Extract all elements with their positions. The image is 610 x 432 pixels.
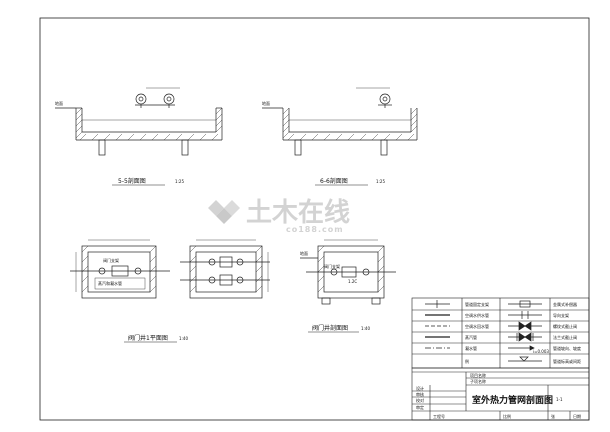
title-row-label-4: 审定 (416, 404, 424, 410)
legend-row-1-label2: 金属式补偿器 (553, 301, 577, 307)
valve-chamber-plan-2 (180, 239, 270, 299)
legend-row-1-label: 管道固定支架 (465, 301, 489, 307)
section3-dim-label: 1.2C (348, 279, 357, 284)
plan2-scale: 1:40 (361, 326, 370, 331)
title-project-label: 项目名称 (470, 372, 486, 378)
elevation-marker-icon (508, 356, 542, 362)
section3-pipe-label: 阀门支架 (324, 263, 340, 269)
watermark-sub-text: co188.com (286, 225, 344, 234)
title-block (411, 367, 590, 421)
plan1-scale: 1:40 (179, 336, 188, 341)
valve-chamber-section (300, 239, 396, 305)
fixed-support-icon (425, 300, 450, 308)
legend-row-4-label: 蒸汽管 (465, 334, 477, 340)
title-sub-label: 子项名称 (470, 378, 486, 384)
section-right-label-ground: 地面 (262, 100, 270, 106)
title-row-label-2: 审核 (416, 391, 424, 397)
plan2-title: 阀门井剖面图 (312, 324, 348, 332)
valve-chamber-plan-1 (70, 239, 170, 299)
legend-row-3-label2: 螺纹式截止阀 (553, 323, 577, 329)
drawing-title: 室外热力管网剖面图 (472, 394, 553, 406)
legend-table (411, 297, 590, 369)
section-6-6 (262, 87, 418, 156)
title-row-label-3: 校对 (416, 397, 424, 403)
legend-row-3-label: 空调水回水管 (465, 323, 489, 329)
guide-support-icon (508, 311, 542, 319)
plan1-title: 阀门井1平面图 (128, 334, 168, 342)
plan1-pipe-label: 阀门支架 (103, 257, 119, 263)
sheet-number: 1-1 (556, 397, 563, 402)
slope-arrow-icon (508, 345, 535, 351)
legend-row-6-label: 例 (465, 358, 469, 364)
section-left-title: 5-5剖面图 (118, 177, 146, 185)
watermark-main-text: 土木在线 (246, 198, 350, 228)
plan1-note-label: 蒸汽和凝水管 (98, 280, 122, 286)
title-footer-mid: 比例 (503, 413, 511, 419)
watermark: 土木在线 co188.com (208, 198, 350, 234)
title-footer-left: 工程号 (433, 413, 445, 419)
section-left-scale: 1:25 (175, 179, 184, 184)
legend-row-6-label2: 管道标高或间距 (553, 358, 581, 364)
sheet-border (39, 17, 590, 421)
compensator-icon (508, 300, 542, 308)
section-right-title: 6-6剖面图 (320, 177, 348, 185)
flanged-valve-icon (508, 332, 542, 342)
legend-symbols (425, 300, 542, 362)
title-row-label-1: 设计 (416, 385, 424, 391)
threaded-valve-icon (508, 321, 542, 331)
section-left-label-ground: 地面 (55, 100, 63, 106)
section3-ground-label: 地面 (300, 250, 308, 256)
legend-row-5-label: 凝水管 (465, 345, 477, 351)
watermark-logo-icon (208, 200, 240, 224)
legend-row-4-label2: 法兰式截止阀 (553, 334, 577, 340)
legend-row-2-label2: 导向支架 (553, 312, 569, 318)
legend-slope-text: i=0.003 (533, 349, 549, 354)
section-right-scale: 1:25 (376, 179, 385, 184)
title-footer-right2: 日期 (573, 413, 581, 419)
section-5-5 (55, 87, 223, 156)
legend-row-2-label: 空调水供水管 (465, 312, 489, 318)
legend-row-5-label2: 管道坡向、坡度 (553, 345, 581, 351)
title-footer-right: 张 (551, 413, 555, 419)
